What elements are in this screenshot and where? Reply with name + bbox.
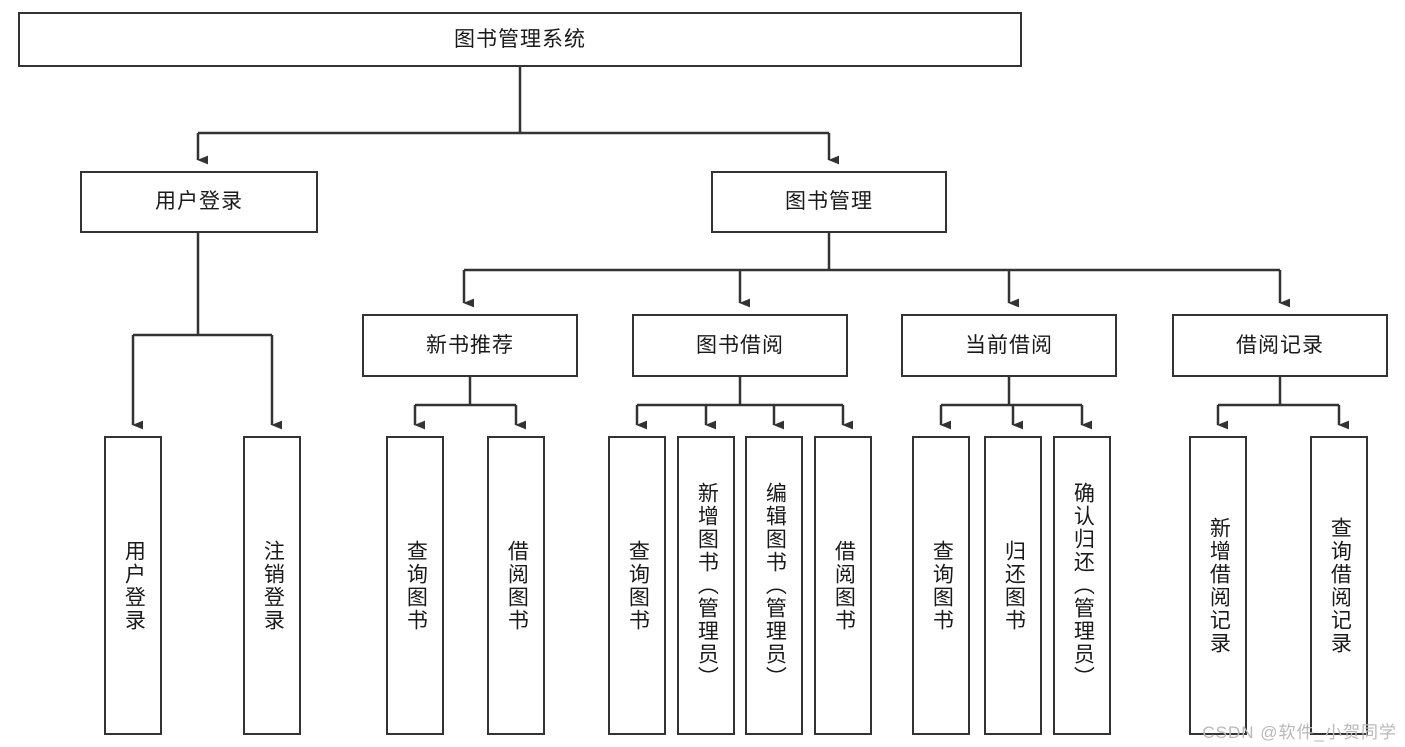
edge-new-book-rec-to-leaves [413,377,527,430]
node-leaf-bb-edit-book[interactable]: 编辑图书（管理员） [745,436,803,735]
node-root-label: 图书管理系统 [454,27,586,51]
edge-book-borrow-to-leaves [635,377,854,430]
node-leaf-bb-query-book[interactable]: 查询图书 [608,436,666,735]
edge-borrow-record-to-leaves [1216,377,1350,430]
node-book-manage-label: 图书管理 [785,190,873,214]
node-leaf-user-login[interactable]: 用户登录 [104,436,162,735]
node-leaf-br-query-record[interactable]: 查询借阅记录 [1310,436,1368,735]
node-leaf-br-add-record-label: 新增借阅记录 [1207,516,1231,655]
node-leaf-bb-edit-book-label: 编辑图书（管理员） [763,482,787,689]
node-leaf-cb-return-book-label: 归还图书 [1002,539,1026,632]
node-leaf-br-query-record-label: 查询借阅记录 [1328,516,1352,655]
node-leaf-bb-borrow-book-label: 借阅图书 [832,539,856,632]
node-leaf-bb-query-book-label: 查询图书 [626,539,650,632]
node-leaf-user-login-label: 用户登录 [122,539,146,632]
node-current-borrow-label: 当前借阅 [965,333,1053,357]
node-borrow-record-label: 借阅记录 [1236,333,1324,357]
node-new-book-recommend[interactable]: 新书推荐 [362,314,578,377]
node-leaf-cb-query-book-label: 查询图书 [930,539,954,632]
node-borrow-record[interactable]: 借阅记录 [1172,314,1388,377]
node-leaf-rec-borrow-book[interactable]: 借阅图书 [487,436,545,735]
node-leaf-cb-confirm-return-label: 确认归还（管理员） [1071,482,1095,689]
edge-book-manage-to-level3 [462,233,1291,308]
node-current-borrow[interactable]: 当前借阅 [901,314,1117,377]
node-root[interactable]: 图书管理系统 [18,12,1022,67]
node-leaf-br-add-record[interactable]: 新增借阅记录 [1189,436,1247,735]
edge-current-borrow-to-leaves [939,377,1093,430]
node-leaf-logout-label: 注销登录 [261,539,285,632]
node-user-login[interactable]: 用户登录 [80,171,318,233]
node-new-book-recommend-label: 新书推荐 [426,333,514,357]
node-book-borrow-label: 图书借阅 [696,333,784,357]
node-leaf-logout[interactable]: 注销登录 [243,436,301,735]
node-leaf-rec-query-book[interactable]: 查询图书 [386,436,444,735]
node-leaf-bb-add-book[interactable]: 新增图书（管理员） [677,436,735,735]
node-leaf-cb-return-book[interactable]: 归还图书 [984,436,1042,735]
node-user-login-label: 用户登录 [155,190,243,214]
node-leaf-cb-confirm-return[interactable]: 确认归还（管理员） [1053,436,1111,735]
edge-root-to-level2 [196,67,840,165]
edge-user-login-to-leaves [131,233,283,430]
node-leaf-bb-add-book-label: 新增图书（管理员） [695,482,719,689]
node-leaf-cb-query-book[interactable]: 查询图书 [912,436,970,735]
node-book-borrow[interactable]: 图书借阅 [632,314,848,377]
node-book-manage[interactable]: 图书管理 [711,171,947,233]
node-leaf-bb-borrow-book[interactable]: 借阅图书 [814,436,872,735]
node-leaf-rec-borrow-book-label: 借阅图书 [505,539,529,632]
node-leaf-rec-query-book-label: 查询图书 [404,539,428,632]
